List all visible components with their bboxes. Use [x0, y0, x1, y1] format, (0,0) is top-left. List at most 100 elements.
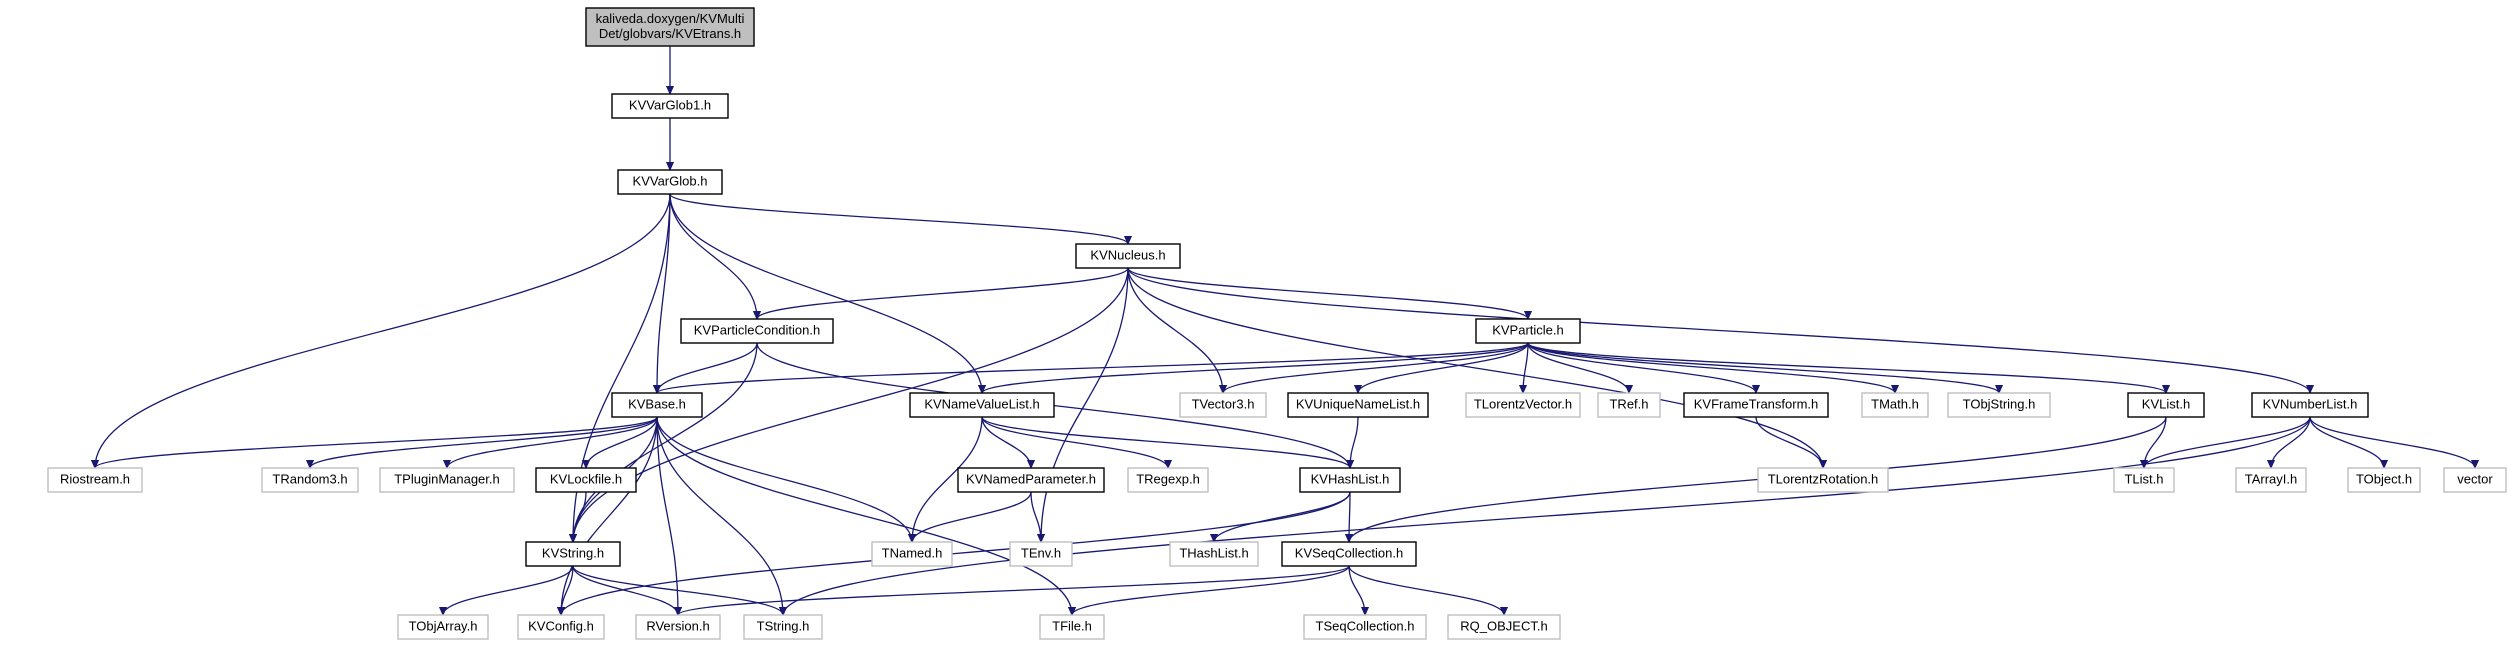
edge-kvseq-collection-to-rversion	[678, 565, 1350, 615]
node-tobj-string: TObjString.h	[1947, 392, 2051, 418]
edge-kvparticle-to-tref	[1527, 342, 1629, 393]
node-kvframe-transform[interactable]: KVFrameTransform.h	[1683, 392, 1829, 418]
node-kvhash-list[interactable]: KVHashList.h	[1299, 467, 1401, 493]
node-vector: vector	[2443, 467, 2507, 493]
node-label: KVNumberList.h	[2263, 396, 2358, 411]
edge-kvbase-to-rversion	[656, 416, 678, 615]
node-kvseq-collection[interactable]: KVSeqCollection.h	[1281, 541, 1417, 567]
node-label: KVVarGlob1.h	[629, 97, 711, 112]
node-label: Riostream.h	[60, 471, 130, 486]
edge-kvnumber-list-to-tarray-i	[2271, 416, 2311, 468]
node-kvparticle-condition[interactable]: KVParticleCondition.h	[680, 318, 834, 344]
edge-kvnumber-list-to-tobject	[2309, 416, 2384, 468]
edge-kvparticle-to-kvname-value-list	[982, 342, 1529, 393]
edge-kvparticle-to-tvector3	[1223, 342, 1529, 393]
node-kvnamed-parameter[interactable]: KVNamedParameter.h	[957, 467, 1105, 493]
edge-kvname-value-list-to-tregexp	[981, 416, 1168, 468]
edge-kvstring-to-tobj-array	[443, 565, 574, 615]
node-tarray-i: TArrayI.h	[2235, 467, 2307, 493]
node-tnamed: TNamed.h	[871, 541, 953, 567]
node-root[interactable]: kaliveda.doxygen/KVMultiDet/globvars/KVE…	[585, 7, 755, 47]
node-box	[1179, 392, 1267, 418]
node-label: TNamed.h	[882, 545, 943, 560]
edge-kvparticle-condition-to-kvbase	[657, 342, 758, 393]
node-box	[379, 467, 515, 493]
node-tobject: TObject.h	[2347, 467, 2421, 493]
edge-kvvar-glob-to-kvparticle-condition	[669, 193, 757, 319]
node-kvbase[interactable]: KVBase.h	[611, 392, 703, 418]
node-box	[1861, 392, 1929, 418]
node-box	[611, 93, 729, 119]
node-kvname-value-list[interactable]: KVNameValueList.h	[909, 392, 1055, 418]
node-box	[1127, 467, 1209, 493]
edge-kvbase-to-tplugin-manager	[447, 416, 658, 468]
node-label: TString.h	[757, 618, 810, 633]
node-kvstring[interactable]: KVString.h	[525, 541, 621, 567]
edge-kvstring-to-kvconfig	[561, 565, 574, 615]
edge-kvnucleus-to-kvstring	[573, 267, 1129, 542]
node-kvvar-glob1[interactable]: KVVarGlob1.h	[611, 93, 729, 119]
edge-kvnamed-parameter-to-tenv	[1030, 491, 1041, 542]
edge-kvlockfile-to-kvstring	[573, 491, 587, 542]
node-label: TList.h	[2124, 471, 2163, 486]
node-tregexp: TRegexp.h	[1127, 467, 1209, 493]
node-box	[680, 318, 834, 344]
node-kvparticle[interactable]: KVParticle.h	[1475, 318, 1581, 344]
node-box	[909, 392, 1055, 418]
node-label: TFile.h	[1052, 618, 1092, 633]
edge-kvlist-to-tlist	[2144, 416, 2167, 468]
node-label: KVLockfile.h	[550, 471, 622, 486]
node-label: TRef.h	[1609, 396, 1648, 411]
node-tstring: TString.h	[743, 614, 823, 640]
node-tseq-collection: TSeqCollection.h	[1303, 614, 1427, 640]
node-tlorentz-rotation: TLorentzRotation.h	[1757, 467, 1889, 493]
node-box	[1039, 614, 1105, 640]
node-tobj-array: TObjArray.h	[397, 614, 489, 640]
node-box	[1683, 392, 1829, 418]
edge-kvframe-transform-to-tlorentz-rotation	[1755, 416, 1823, 468]
edge-kvnucleus-to-tvector3	[1127, 267, 1223, 393]
node-label: KVBase.h	[628, 396, 686, 411]
node-kvnumber-list[interactable]: KVNumberList.h	[2251, 392, 2369, 418]
edge-kvbase-to-trandom3	[310, 416, 658, 468]
node-box	[743, 614, 823, 640]
node-box	[1947, 392, 2051, 418]
node-kvunique-name-list[interactable]: KVUniqueNameList.h	[1287, 392, 1429, 418]
node-label: KVNamedParameter.h	[966, 471, 1096, 486]
edge-kvseq-collection-to-rq-object	[1348, 565, 1504, 615]
edge-kvstring-to-tstring	[572, 565, 783, 615]
node-label: KVHashList.h	[1311, 471, 1390, 486]
edge-kvname-value-list-to-tnamed	[912, 416, 983, 542]
node-kvlockfile[interactable]: KVLockfile.h	[535, 467, 637, 493]
node-box	[2251, 392, 2369, 418]
node-box	[2347, 467, 2421, 493]
edge-kvnucleus-to-kvnumber-list	[1127, 267, 2310, 393]
edge-kvname-value-list-to-kvhash-list	[981, 416, 1350, 468]
node-box	[1287, 392, 1429, 418]
edge-kvnucleus-to-kvparticle	[1127, 267, 1528, 319]
edge-kvnumber-list-to-tlist	[2144, 416, 2311, 468]
edge-kvbase-to-tstring	[656, 416, 783, 615]
node-kvvar-glob[interactable]: KVVarGlob.h	[617, 169, 723, 195]
node-label: TObjString.h	[1963, 396, 2036, 411]
node-label: KVVarGlob.h	[633, 173, 708, 188]
edge-kvvar-glob-to-kvbase	[657, 193, 671, 393]
edge-kvnucleus-to-kvparticle-condition	[757, 267, 1129, 319]
edge-kvparticle-to-kvframe-transform	[1527, 342, 1756, 393]
node-label: TRandom3.h	[272, 471, 347, 486]
node-box	[617, 169, 723, 195]
edge-kvparticle-to-kvbase	[657, 342, 1529, 393]
node-label: KVParticle.h	[1492, 322, 1564, 337]
node-box	[525, 541, 621, 567]
node-layer: kaliveda.doxygen/KVMultiDet/globvars/KVE…	[47, 7, 2507, 640]
node-kvnucleus[interactable]: KVNucleus.h	[1075, 243, 1181, 269]
node-box	[2235, 467, 2307, 493]
node-box	[611, 392, 703, 418]
node-box	[1757, 467, 1889, 493]
node-label: TMath.h	[1871, 396, 1919, 411]
edge-kvhash-list-to-kvseq-collection	[1349, 491, 1350, 542]
node-kvlist[interactable]: KVList.h	[2127, 392, 2205, 418]
node-rversion: RVersion.h	[635, 614, 721, 640]
edge-kvnamed-parameter-to-tnamed	[912, 491, 1032, 542]
edge-kvseq-collection-to-tfile	[1072, 565, 1350, 615]
